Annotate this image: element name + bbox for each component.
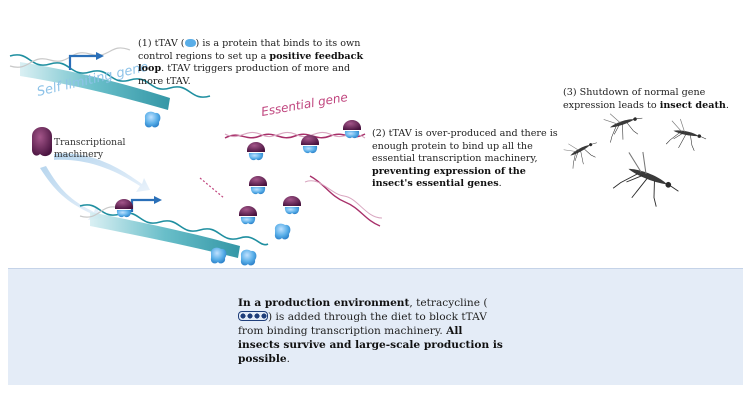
positive-feedback-loop-text: positive feedback loop <box>138 50 364 75</box>
tetracycline-icon <box>238 311 268 321</box>
upper-construct <box>9 47 211 110</box>
step1-caption: (1) tTAV () is a protein that binds to i… <box>138 38 378 88</box>
ttav-protein-icon <box>184 39 196 47</box>
mosquito-icon <box>611 146 688 213</box>
mosquito-icon <box>665 117 710 153</box>
ttav-protein-icon <box>210 247 227 264</box>
step1-text-c: . tTAV triggers production of more and m… <box>138 63 351 87</box>
mosquito-icon <box>560 130 604 171</box>
transcription-arrow-icon <box>130 196 162 212</box>
ttav-protein-icon <box>144 111 161 128</box>
insect-death-text: insect death <box>659 99 726 111</box>
loose-dna-strand <box>199 175 383 227</box>
preventing-expression-text: preventing expression of the insect's es… <box>372 165 526 190</box>
all-insects-survive-text: All insects survive and large-scale prod… <box>238 325 503 365</box>
transcriptional-machinery-label: Transcriptional machinery <box>54 137 126 160</box>
ttav-protein-icon <box>283 196 301 215</box>
step1-text-a: (1) tTAV ( <box>138 38 185 49</box>
production-text-c: . <box>286 353 290 365</box>
machinery-arrow <box>40 153 150 220</box>
production-text-b: ) is added through the diet to block tTA… <box>238 311 487 337</box>
ttav-protein-icon <box>240 249 257 266</box>
step2-text-a: (2) tTAV is over-produced and there is e… <box>372 128 558 164</box>
step2-caption: (2) tTAV is over-produced and there is e… <box>372 128 562 191</box>
lower-construct <box>79 196 269 266</box>
step1-text-b: ) is a protein that binds to its own con… <box>138 38 361 62</box>
transcriptional-machinery-icon <box>32 127 52 157</box>
ttav-protein-icon <box>274 223 291 240</box>
essential-gene-label: Essential gene <box>260 90 349 119</box>
step2-text-b: . <box>498 178 502 189</box>
ttav-protein-icon <box>239 206 257 225</box>
production-text-a: , tetracycline ( <box>409 297 488 309</box>
ttav-protein-icon <box>247 142 265 161</box>
transcription-arrow-icon <box>68 52 104 70</box>
step3-caption: (3) Shutdown of normal gene expression l… <box>563 87 743 112</box>
ttav-protein-icon <box>343 120 361 139</box>
production-caption: In a production environment, tetracyclin… <box>238 296 503 366</box>
ttav-protein-icon <box>301 135 319 154</box>
dead-mosquitoes <box>560 103 710 213</box>
ttav-protein-icon <box>115 199 133 218</box>
production-panel <box>8 268 743 385</box>
step3-text-b: . <box>725 99 729 111</box>
production-environment-text: In a production environment <box>238 297 410 309</box>
ttav-protein-icon <box>249 176 267 195</box>
bound-machinery-group <box>239 120 361 240</box>
essential-gene-strand <box>224 132 366 139</box>
step3-text-a: (3) Shutdown of normal gene expression l… <box>563 87 706 111</box>
